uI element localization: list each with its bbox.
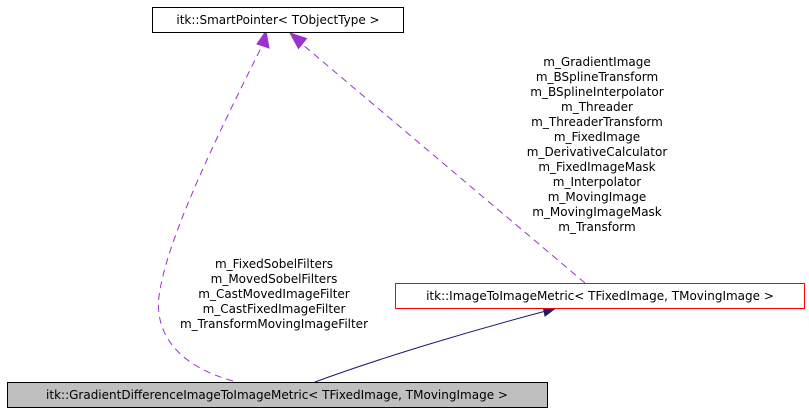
- edge-labels-gradient-members: m_FixedSobelFilters m_MovedSobelFilters …: [180, 257, 368, 331]
- edge-label: m_BSplineInterpolator: [530, 85, 663, 99]
- edge-labels-metric-members: m_GradientImage m_BSplineTransform m_BSp…: [527, 55, 668, 234]
- edge-label: m_TransformMovingImageFilter: [180, 317, 368, 331]
- edge-label: m_BSplineTransform: [536, 70, 658, 84]
- node-gradient-difference-metric-label: itk::GradientDifferenceImageToImageMetri…: [46, 388, 508, 402]
- edge-label: m_GradientImage: [543, 55, 651, 69]
- edge-label: m_FixedImage: [554, 130, 640, 144]
- inheritance-edge: [314, 310, 547, 383]
- edge-label: m_FixedImageMask: [538, 160, 655, 174]
- node-image-to-image-metric[interactable]: itk::ImageToImageMetric< TFixedImage, TM…: [395, 283, 805, 309]
- edge-label: m_Transform: [558, 220, 635, 234]
- edge-label: m_MovingImage: [548, 190, 647, 204]
- usage-arrowhead-gradient: [256, 29, 270, 49]
- edge-label: m_CastMovedImageFilter: [198, 287, 350, 301]
- edge-label: m_Threader: [561, 100, 633, 114]
- usage-edge-metric-to-smartpointer: [295, 38, 586, 284]
- node-gradient-difference-metric: itk::GradientDifferenceImageToImageMetri…: [7, 382, 548, 408]
- node-smart-pointer[interactable]: itk::SmartPointer< TObjectType >: [152, 7, 404, 33]
- edge-label: m_FixedSobelFilters: [215, 257, 333, 271]
- edge-label: m_MovingImageMask: [532, 205, 662, 219]
- usage-edge-gradient-to-smartpointer: [158, 41, 265, 382]
- node-image-to-image-metric-label: itk::ImageToImageMetric< TFixedImage, TM…: [426, 289, 774, 303]
- usage-arrowhead-metric: [288, 32, 308, 50]
- edge-label: m_ThreaderTransform: [531, 115, 663, 129]
- edge-label: m_CastFixedImageFilter: [203, 302, 346, 316]
- edge-label: m_MovedSobelFilters: [211, 272, 338, 286]
- node-smart-pointer-label: itk::SmartPointer< TObjectType >: [176, 13, 379, 27]
- edge-label: m_DerivativeCalculator: [527, 145, 668, 159]
- edge-label: m_Interpolator: [553, 175, 642, 189]
